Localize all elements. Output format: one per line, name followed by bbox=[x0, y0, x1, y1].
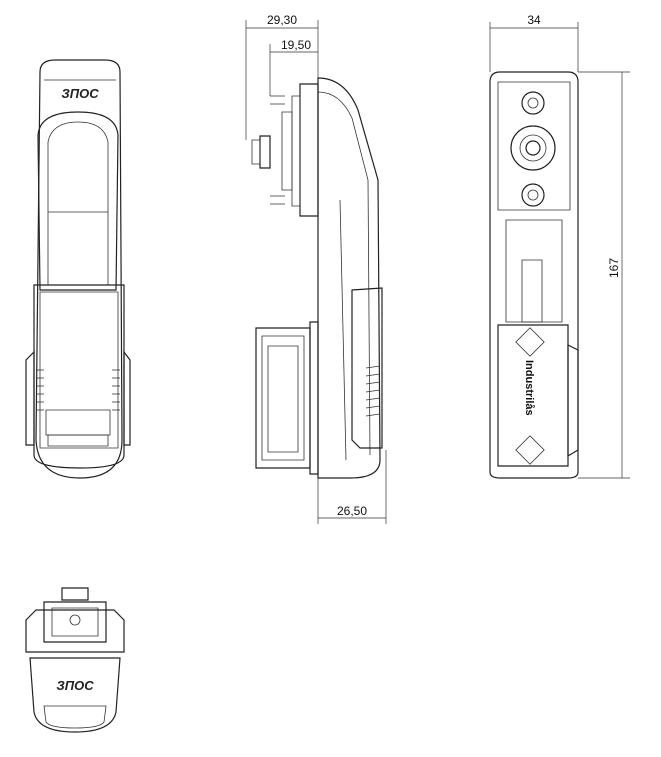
dim-bottom: 26,50 bbox=[337, 504, 367, 518]
side-view: 29,30 19,50 26,50 bbox=[245, 13, 387, 524]
brand-logo: ЗПОС bbox=[61, 86, 99, 101]
top-view: ЗПОС bbox=[25, 587, 125, 733]
dim-right-width: 34 bbox=[527, 13, 541, 27]
dim-height: 167 bbox=[607, 258, 621, 278]
dim-top-inner: 19,50 bbox=[281, 38, 311, 52]
front-view: ЗПОС bbox=[25, 59, 131, 479]
dim-top-outer: 29,30 bbox=[267, 13, 297, 27]
brand-text: Industrilås bbox=[523, 360, 535, 416]
back-view: Industrilås 34 167 bbox=[489, 13, 630, 479]
brand-logo-top: ЗПОС bbox=[56, 678, 94, 693]
